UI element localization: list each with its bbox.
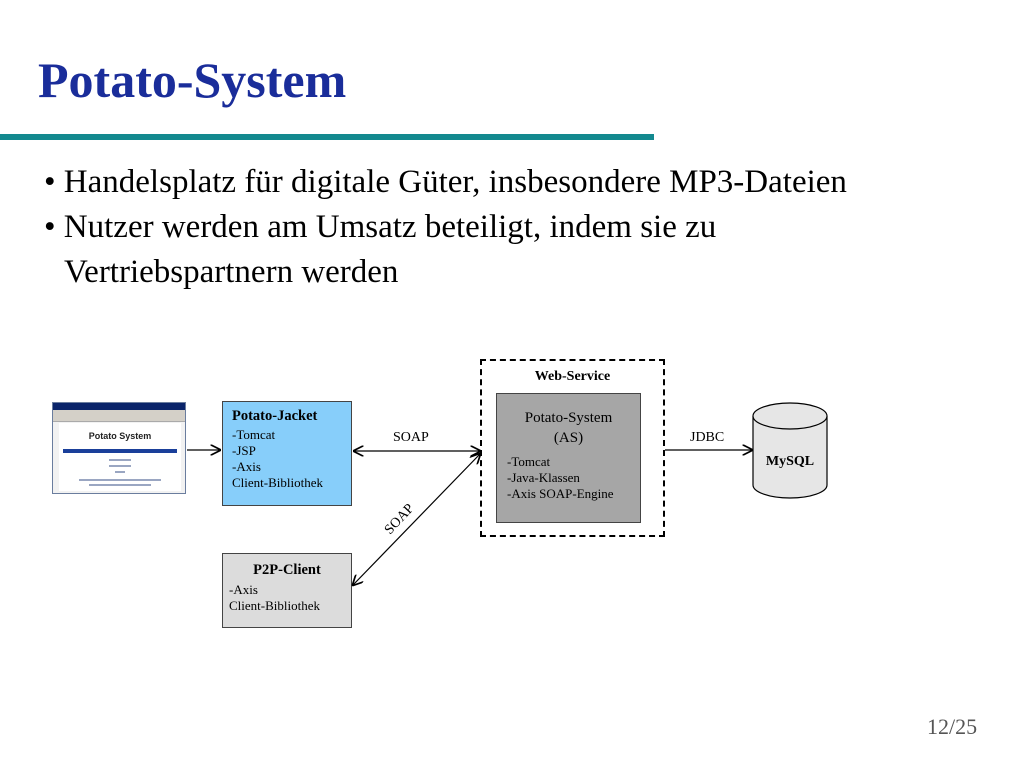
mysql-database-icon (752, 402, 828, 499)
p2p-client-item: -Axis (229, 582, 258, 597)
potato-system-as-subtitle: (AS) (553, 430, 584, 446)
arrow-p2p-soap-as (353, 454, 480, 585)
web-service-label: Web-Service (534, 369, 611, 384)
p2p-client-title: P2P-Client (253, 562, 321, 578)
window-toolbar (53, 415, 185, 422)
page-number: 12/25 (927, 714, 978, 739)
window-titlebar (53, 403, 185, 410)
bullet-item-2-continuation: Vertriebspartnern werden (64, 254, 399, 290)
potato-system-as-item: -Axis SOAP-Engine (507, 486, 614, 501)
screenshot-page: Potato System (59, 423, 181, 491)
bullet-item-2: • Nutzer werden am Umsatz beteiligt, ind… (44, 209, 717, 245)
potato-jacket-item: -Tomcat (232, 427, 276, 442)
potato-system-as-title: Potato-System (524, 410, 613, 426)
potato-system-as-box: Potato-System (AS) -Tomcat -Java-Klassen… (496, 393, 641, 523)
bullet-item-1: • Handelsplatz für digitale Güter, insbe… (44, 164, 847, 200)
browser-screenshot-image: Potato System (52, 402, 186, 494)
potato-system-as-item: -Tomcat (507, 454, 551, 469)
screenshot-form-line (115, 471, 125, 473)
title-divider (0, 134, 654, 140)
window-menubar (53, 410, 185, 415)
potato-jacket-item: -Axis (232, 459, 261, 474)
mysql-label: MySQL (766, 454, 814, 469)
potato-system-as-item: -Java-Klassen (507, 470, 580, 485)
screenshot-footer-line (79, 479, 161, 481)
potato-jacket-title: Potato-Jacket (232, 408, 318, 424)
screenshot-form-line (109, 465, 131, 467)
slide-title: Potato-System (38, 52, 347, 108)
bullet-list: • Handelsplatz für digitale Güter, insbe… (44, 160, 847, 295)
screenshot-footer-line (89, 484, 151, 486)
soap-label-diagonal: SOAP (382, 501, 418, 538)
p2p-client-item: Client-Bibliothek (229, 598, 320, 613)
screenshot-logo-text: Potato System (88, 431, 152, 441)
potato-jacket-item: -JSP (232, 443, 256, 458)
p2p-client-box: P2P-Client -Axis Client-Bibliothek (222, 553, 352, 628)
screenshot-nav-bar (63, 449, 177, 453)
soap-label-top: SOAP (393, 430, 429, 445)
potato-jacket-box: Potato-Jacket -Tomcat -JSP -Axis Client-… (222, 401, 352, 506)
jdbc-label: JDBC (690, 430, 724, 445)
screenshot-form-line (109, 459, 131, 461)
potato-jacket-item: Client-Bibliothek (232, 475, 323, 490)
